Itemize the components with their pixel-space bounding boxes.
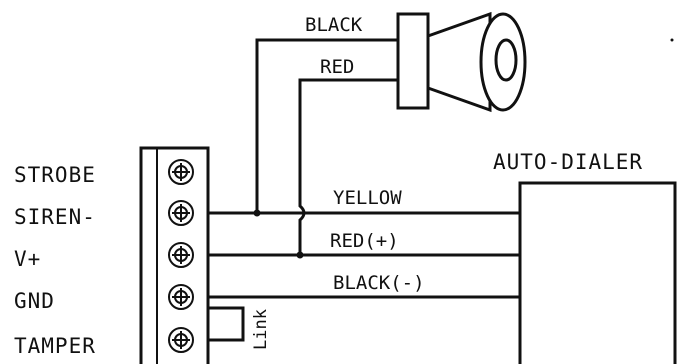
screw-terminal-gnd [168,284,194,310]
screw-terminal-tamper [168,327,194,353]
screw-terminal-v-plus [168,242,194,268]
wire-label-black-minus: BLACK(-) [333,272,425,294]
tamper-link-loop [208,306,245,342]
link-label: Link [251,309,271,350]
wire-label-siren-red: RED [320,56,354,78]
siren-mount [396,12,430,110]
wire-label-siren-black: BLACK [305,14,363,36]
terminal-label-tamper: TAMPER [14,334,96,358]
terminal-screws [168,159,194,353]
dialer-wires [208,211,520,299]
screw-terminal-strobe [168,159,194,185]
siren-cone [426,11,492,113]
terminal-label-v-plus: V+ [14,247,41,271]
stray-mark [670,38,674,42]
terminal-label-siren-minus: SIREN- [14,205,96,229]
siren-bell [479,12,527,112]
wire-label-red-plus: RED(+) [330,230,399,252]
siren-black-wire [255,38,398,213]
siren-red-wire [298,78,398,255]
siren-horn-icon [396,11,527,113]
siren-bell-inner [494,38,518,82]
wire-label-yellow: YELLOW [333,187,402,209]
autodialer-box [518,181,677,364]
autodialer-label: AUTO-DIALER [493,150,643,174]
screw-terminal-siren-minus [168,200,194,226]
terminal-block [139,146,210,364]
terminal-label-gnd: GND [14,289,55,313]
terminal-label-strobe: STROBE [14,163,96,187]
terminal-labels: STROBE SIREN- V+ GND TAMPER [14,163,96,358]
